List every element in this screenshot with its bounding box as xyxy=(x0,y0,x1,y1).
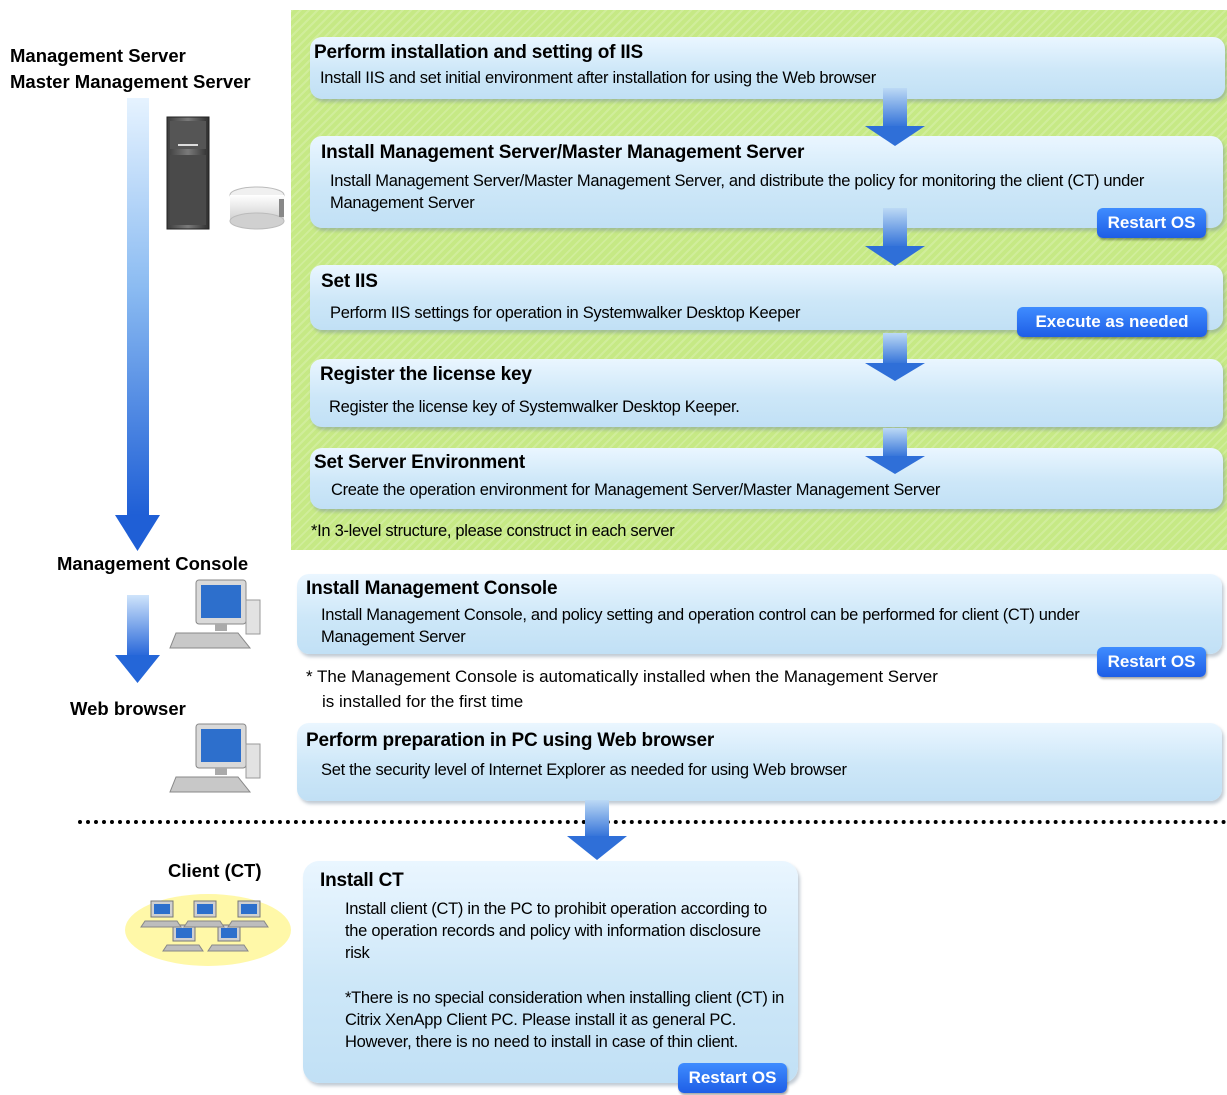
server-icon xyxy=(166,116,285,230)
step-arrow-1 xyxy=(865,88,925,146)
step-description: Register the license key of Systemwalker… xyxy=(329,398,740,416)
label-master-management-server: Master Management Server xyxy=(10,71,251,92)
step-description: Install client (CT) in the PC to prohibi… xyxy=(345,900,767,962)
console-auto-note-line1: * The Management Console is automaticall… xyxy=(306,667,938,686)
step-console-install: Install Management Console Install Manag… xyxy=(297,574,1222,654)
step-description: Create the operation environment for Man… xyxy=(331,481,941,499)
label-web-browser: Web browser xyxy=(70,698,186,719)
console-flow-arrow xyxy=(115,595,160,683)
step-iis-install: Perform installation and setting of IIS … xyxy=(310,37,1225,99)
step-note: *There is no special consideration when … xyxy=(345,989,785,1051)
step-server-install: Install Management Server/Master Managem… xyxy=(310,136,1223,228)
three-level-note: *In 3-level structure, please construct … xyxy=(311,522,675,540)
restart-os-badge-server: Restart OS xyxy=(1097,208,1206,238)
step-arrow-5 xyxy=(567,800,627,860)
step-description: Set the security level of Internet Explo… xyxy=(321,761,847,779)
step-license: Register the license key Register the li… xyxy=(310,359,1223,427)
step-title: Install Management Server/Master Managem… xyxy=(321,142,805,163)
step-arrow-3 xyxy=(865,333,925,381)
step-web-prep: Perform preparation in PC using Web brow… xyxy=(297,723,1222,801)
step-title: Set IIS xyxy=(321,271,378,292)
step-arrow-4 xyxy=(865,428,925,474)
server-flow-arrow xyxy=(115,98,160,551)
step-description: Install IIS and set initial environment … xyxy=(320,69,876,87)
section-divider xyxy=(78,820,1227,824)
label-management-console: Management Console xyxy=(57,553,249,574)
step-title: Perform preparation in PC using Web brow… xyxy=(306,730,715,751)
label-management-server: Management Server xyxy=(10,45,186,66)
web-browser-pc-icon xyxy=(169,723,261,793)
step-server-env: Set Server Environment Create the operat… xyxy=(310,448,1223,509)
step-title: Install CT xyxy=(320,870,404,891)
step-ct-install: Install CT Install client (CT) in the PC… xyxy=(303,861,798,1083)
label-client-ct: Client (CT) xyxy=(168,860,262,881)
client-pcs-icon xyxy=(125,894,291,966)
console-auto-note-line2: is installed for the first time xyxy=(322,692,524,711)
step-title: Install Management Console xyxy=(306,578,558,599)
restart-os-badge-client: Restart OS xyxy=(678,1063,787,1093)
console-pc-icon xyxy=(169,579,261,649)
step-title: Perform installation and setting of IIS xyxy=(314,42,643,63)
step-description: Install Management Console, and policy s… xyxy=(321,606,1080,646)
execute-as-needed-badge: Execute as needed xyxy=(1017,307,1207,337)
restart-os-badge-console: Restart OS xyxy=(1097,647,1206,677)
step-title: Set Server Environment xyxy=(314,452,526,473)
step-arrow-2 xyxy=(865,208,925,266)
step-description: Perform IIS settings for operation in Sy… xyxy=(330,304,801,322)
step-description: Install Management Server/Master Managem… xyxy=(330,172,1145,212)
step-title: Register the license key xyxy=(320,364,532,385)
